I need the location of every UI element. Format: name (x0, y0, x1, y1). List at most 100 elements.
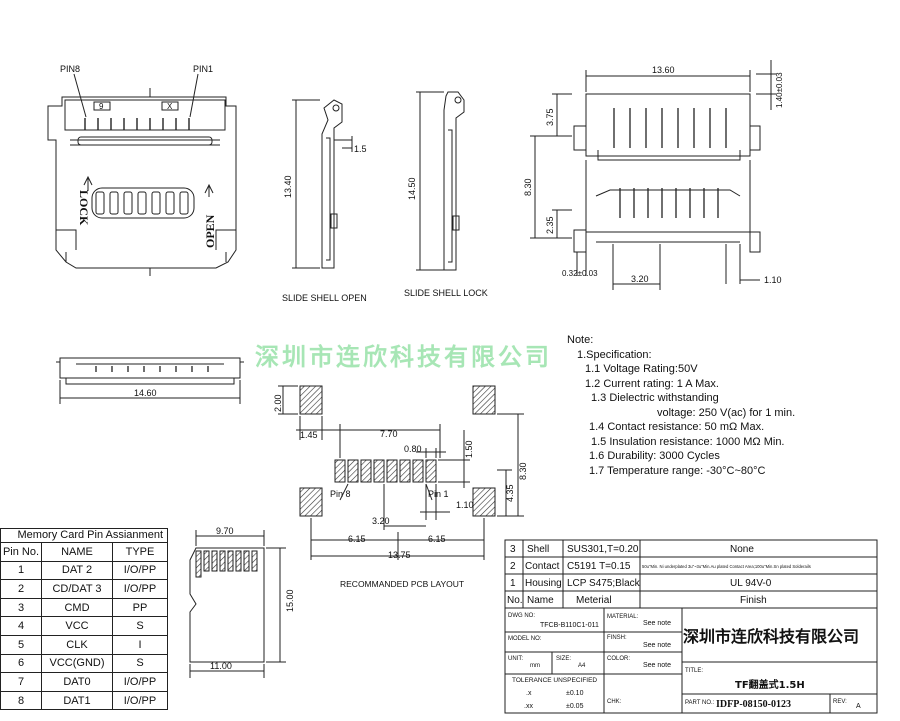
pcb-pin8-label: Pin 8 (330, 489, 351, 499)
x-box-label: X (167, 102, 173, 111)
rev-value: A (856, 703, 861, 710)
color-label: COLOR: (607, 656, 630, 662)
pin-assignment-table: Memory Card Pin Assianment Pin No. NAME … (0, 528, 168, 711)
open-label: OPEN (203, 214, 217, 248)
dim-1450: 14.50 (407, 177, 417, 200)
pin-no: 7 (0, 672, 42, 692)
tolerance-xx-value: ±0.05 (566, 703, 584, 710)
mat-row3-no: 3 (510, 544, 516, 555)
tolerance-xx: .xx (524, 703, 533, 710)
pin-type: I/O/PP (112, 690, 168, 711)
dim-145: 1.45 (300, 430, 318, 440)
pin-name: VCC(GND) (41, 653, 113, 674)
title-value: TF翻盖式1.5H (735, 678, 805, 691)
mat-header-name: Name (527, 595, 554, 606)
dim-235: 2.35 (545, 216, 555, 234)
dim-150: 1.50 (464, 440, 474, 458)
note-temperature: 1.7 Temperature range: -30°C~80°C (589, 464, 766, 477)
dim-15: 1.5 (354, 144, 367, 154)
pin-no: 8 (0, 690, 42, 711)
note-voltage: 1.1 Voltage Rating:50V (585, 363, 698, 375)
dwg-value: TFCB-B110C1-011 (540, 622, 599, 629)
pin-no: 1 (0, 560, 42, 581)
tolerance-label: TOLERANCE UNSPECIFIED (512, 677, 597, 684)
mat-row2-finish: 50u"Min. Ni underplated 3u"~3u"Min.Au pl… (642, 564, 811, 569)
pin-name: DAT0 (41, 672, 113, 692)
dim-375: 3.75 (545, 108, 555, 126)
pin-no: 6 (0, 653, 42, 674)
dim-970: 9.70 (216, 526, 234, 536)
dim-320-pcb: 3.20 (372, 516, 390, 526)
note-dielectric: 1.3 Dielectric withstanding (591, 392, 719, 404)
mat-row3-name: Shell (527, 544, 549, 555)
pcb-pin1-label: Pin 1 (428, 489, 449, 499)
mat-header-no: No. (507, 595, 523, 606)
material-value: See note (643, 620, 671, 627)
pin-name: CD/DAT 3 (41, 579, 113, 599)
finish-label: FINSH: (607, 635, 627, 641)
color-value: See note (643, 662, 671, 669)
dwg-label: DWG NO: (508, 613, 535, 619)
mat-header-mat: Meterial (576, 595, 612, 606)
pin-type: I (112, 634, 168, 655)
dim-615-right: 6.15 (428, 534, 446, 544)
pin-table-title: Memory Card Pin Assianment (0, 528, 168, 542)
dim-770: 7.70 (380, 429, 398, 439)
connector-pin-view (530, 60, 776, 290)
pin-name: CLK (41, 634, 113, 655)
pin-type: S (112, 653, 168, 674)
dim-1340: 13.40 (283, 175, 293, 198)
pin-name: DAT 2 (41, 560, 113, 581)
pin-type: S (112, 616, 168, 636)
pin9-box-label: 9 (99, 102, 104, 111)
dim-1360: 13.60 (652, 65, 675, 75)
pin-no: 2 (0, 579, 42, 599)
mat-row1-name: Housing (525, 578, 562, 589)
dim-830-pcb: 8.30 (518, 462, 528, 480)
dim-140: 1.40±0.03 (775, 72, 784, 108)
mat-row1-finish: UL 94V-0 (730, 578, 772, 589)
note-insulation: 1.5 Insulation resistance: 1000 MΩ Min. (591, 435, 785, 448)
dim-110-right: 1.10 (764, 275, 782, 285)
dim-1375: 13.75 (388, 550, 411, 560)
spec-notes: Note: 1.Specification: 1.1 Voltage Ratin… (567, 333, 795, 478)
connector-top-view (47, 73, 237, 276)
mat-row3-finish: None (730, 544, 754, 555)
pin-no: 5 (0, 634, 42, 655)
notes-title: Note: (567, 334, 594, 346)
pin-type: PP (112, 597, 168, 618)
pin-no: 3 (0, 597, 42, 618)
pin-name: VCC (41, 616, 113, 636)
size-label: SIZE: (556, 656, 571, 662)
tolerance-x-value: ±0.10 (566, 690, 584, 697)
title-block-frame (504, 539, 878, 714)
pin-name: DAT1 (41, 690, 113, 711)
dim-110-pcb: 1.10 (456, 500, 474, 510)
notes-spec-heading: 1.Specification: (577, 348, 652, 361)
pin8-label: PIN8 (60, 64, 80, 74)
pin-type: I/O/PP (112, 579, 168, 599)
dim-032: 0.32±0.03 (562, 269, 598, 278)
pin-type: I/O/PP (112, 560, 168, 581)
micro-sd-card (189, 530, 286, 678)
mat-row2-no: 2 (510, 561, 516, 572)
pin-type: I/O/PP (112, 672, 168, 692)
pin1-label: PIN1 (193, 64, 213, 74)
mat-row2-mat: C5191 T=0.15 (567, 561, 631, 572)
pin-name: CMD (41, 597, 113, 618)
mat-row1-no: 1 (510, 578, 516, 589)
dim-1500: 15.00 (285, 589, 295, 612)
title-label: TITLE: (685, 668, 703, 674)
pin-no: 4 (0, 616, 42, 636)
dim-615-left: 6.15 (348, 534, 366, 544)
dim-435: 4.35 (505, 484, 515, 502)
lock-label: LOCK (77, 190, 91, 226)
company-name: 深圳市连欣科技有限公司 (683, 627, 859, 646)
